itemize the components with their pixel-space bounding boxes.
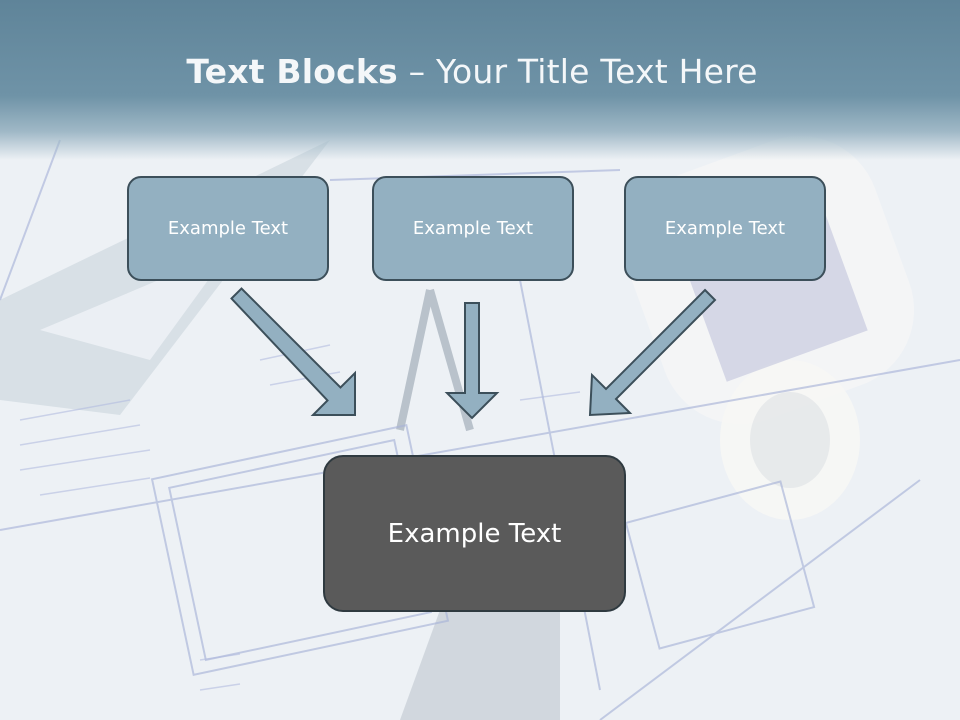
text-block-bottom[interactable]: Example Text: [323, 455, 626, 612]
arrow-left: [230, 287, 356, 416]
arrow-right: [588, 288, 717, 417]
title-separator: –: [397, 52, 436, 91]
title-rest: Your Title Text Here: [435, 52, 758, 91]
text-block-left[interactable]: Example Text: [127, 176, 329, 281]
title-bar: [0, 0, 960, 160]
title-bold: Text Blocks: [186, 52, 398, 91]
slide-title: Text Blocks – Your Title Text Here: [0, 52, 944, 91]
text-block-right[interactable]: Example Text: [624, 176, 826, 281]
text-block-middle[interactable]: Example Text: [372, 176, 574, 281]
arrow-middle: [444, 302, 500, 420]
